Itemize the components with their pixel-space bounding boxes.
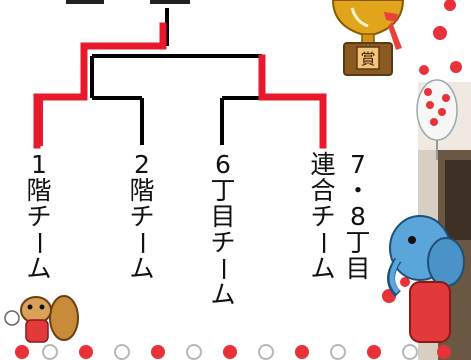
bottom-dot-row (15, 344, 451, 360)
winner-line-right (258, 54, 327, 149)
vertical-char: チ (210, 228, 236, 257)
vertical-char: ・ (345, 176, 371, 205)
squirrel-mascot (4, 295, 79, 343)
vertical-char: ー (24, 230, 54, 256)
winner-path (33, 22, 327, 149)
trophy-icon (331, 0, 405, 76)
vertical-char: チ (26, 202, 52, 231)
winner-line-top (33, 22, 167, 149)
vertical-char: 7 (350, 150, 366, 179)
vertical-char: ム (210, 280, 236, 309)
vertical-char: ー (127, 230, 157, 256)
vertical-char: 連 (310, 150, 336, 179)
vertical-char: ー (308, 230, 338, 256)
bracket-lines (90, 8, 264, 145)
trophy-plaque-label: 賞 (360, 50, 375, 68)
vertical-char: ム (26, 254, 52, 283)
vertical-char: チ (129, 202, 155, 231)
vertical-char: 目 (210, 202, 236, 231)
cutoff-header-marks (66, 0, 190, 4)
vertical-char: ム (310, 254, 336, 283)
vertical-char: 目 (345, 254, 371, 283)
vertical-char: ム (129, 254, 155, 283)
scattered-balls (382, 0, 462, 303)
vertical-char: 1 (31, 150, 47, 179)
ball-basket-icon (416, 79, 458, 160)
vertical-char: 階 (129, 176, 155, 205)
vertical-char: 合 (310, 176, 336, 205)
vertical-char: 丁 (210, 176, 236, 205)
winner-team1-drop (35, 100, 43, 146)
vertical-char: ー (208, 256, 238, 282)
vertical-char: 2 (134, 150, 150, 179)
elephant-mascot (387, 215, 465, 343)
team-label-4: 連合チーム (308, 152, 338, 282)
vertical-char: 階 (26, 176, 52, 205)
vertical-char: 6 (215, 150, 231, 179)
vertical-char: チ (310, 202, 336, 231)
vertical-char: 丁 (345, 228, 371, 257)
vertical-char: 8 (350, 202, 366, 231)
